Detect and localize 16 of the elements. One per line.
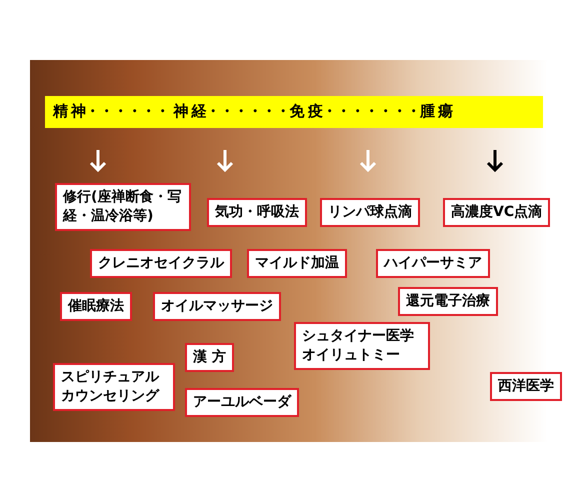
therapy-label: スピリチュアルカウンセリング — [53, 363, 176, 411]
therapy-label: マイルド加温 — [247, 249, 347, 278]
therapy-label: シュタイナー医学オイリュトミー — [294, 322, 430, 370]
therapy-label: 漢 方 — [185, 343, 234, 372]
therapy-label: クレニオセイクラル — [90, 249, 232, 278]
therapy-label: アーユルベーダ — [185, 388, 299, 417]
heading-band: 精 神・・・・・・ 神 経・・・・・・免 疫・・・・・・・腫 瘍 — [45, 96, 543, 128]
therapy-label: 西洋医学 — [490, 372, 562, 401]
therapy-label: 修行(座禅断食・写経・温冷浴等) — [55, 183, 192, 231]
therapy-label: 気功・呼吸法 — [207, 198, 307, 227]
therapy-label: ハイパーサミア — [376, 249, 490, 278]
therapy-label: オイルマッサージ — [153, 292, 281, 321]
therapy-label: 還元電子治療 — [398, 287, 498, 316]
therapy-label: リンパ球点滴 — [320, 198, 420, 227]
therapy-label: 高濃度VC点滴 — [443, 198, 550, 227]
therapy-label: 催眠療法 — [60, 292, 132, 321]
